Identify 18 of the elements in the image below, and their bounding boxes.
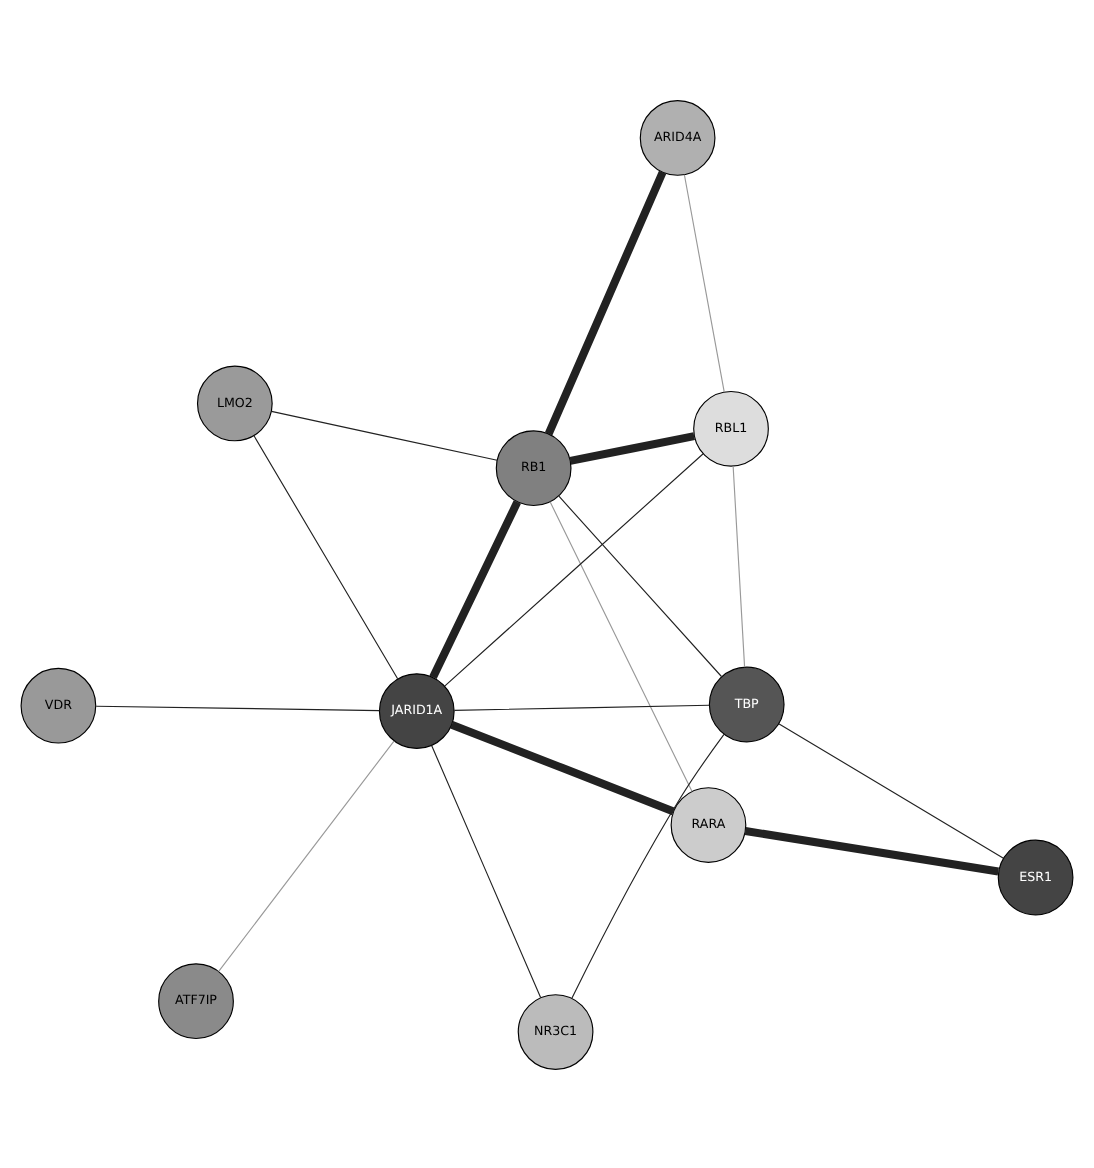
connector bbox=[571, 732, 725, 998]
connector bbox=[549, 500, 693, 791]
connector bbox=[218, 739, 395, 971]
connector bbox=[453, 703, 710, 710]
connector bbox=[431, 743, 542, 998]
connector bbox=[732, 464, 746, 667]
connector bbox=[270, 409, 498, 460]
connector bbox=[569, 431, 695, 464]
connector bbox=[429, 499, 521, 679]
connector bbox=[558, 494, 723, 677]
connector bbox=[778, 722, 1004, 858]
connector bbox=[95, 704, 380, 711]
connector bbox=[253, 434, 399, 679]
connector bbox=[450, 720, 675, 815]
connector bbox=[544, 169, 667, 435]
connector bbox=[744, 826, 999, 875]
connector bbox=[683, 173, 725, 392]
connector bbox=[444, 452, 704, 686]
